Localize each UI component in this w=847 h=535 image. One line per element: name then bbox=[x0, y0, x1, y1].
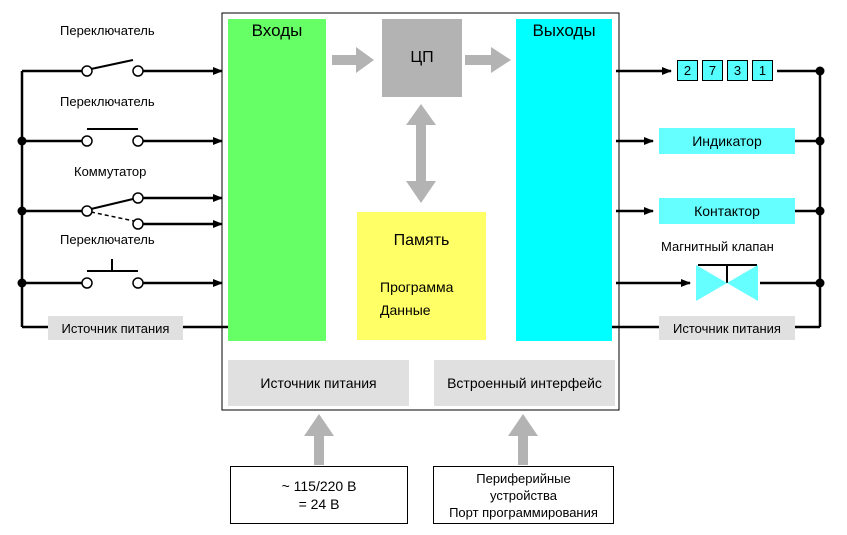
peripheral-line-3: Порт программирования bbox=[449, 504, 598, 520]
supply-voltage-box: ~ 115/220 В = 24 В bbox=[230, 466, 408, 524]
memory-block: Память Программа Данные bbox=[357, 212, 486, 340]
input-switch-4 bbox=[22, 259, 223, 289]
cpu-block: ЦП bbox=[382, 19, 462, 97]
input-power-supply: Источник питания bbox=[48, 316, 183, 340]
display-digit: 7 bbox=[702, 60, 723, 81]
input-commutator bbox=[22, 192, 223, 230]
input-switch-1 bbox=[22, 59, 223, 77]
input-label-2: Переключатель bbox=[60, 94, 155, 109]
memory-title: Память bbox=[393, 232, 450, 249]
peripheral-line-1: Периферийные bbox=[476, 470, 571, 486]
inputs-title: Входы bbox=[251, 21, 303, 40]
display-digit: 2 bbox=[677, 60, 698, 81]
display-digit: 3 bbox=[727, 60, 748, 81]
input-label-3: Коммутатор bbox=[74, 164, 147, 179]
outputs-block: Выходы bbox=[516, 19, 612, 341]
internal-power-supply: Источник питания bbox=[228, 360, 409, 406]
flow-arrow-supply bbox=[304, 414, 334, 465]
flow-arrow-cpu-outputs bbox=[465, 47, 511, 73]
flow-arrow-inputs-cpu bbox=[332, 47, 374, 73]
supply-voltage-ac: ~ 115/220 В bbox=[281, 478, 357, 494]
inputs-block: Входы bbox=[228, 19, 326, 341]
peripheral-box: Периферийные устройства Порт программиро… bbox=[433, 466, 614, 524]
memory-item-program: Программа bbox=[380, 279, 454, 295]
flow-arrow-cpu-memory bbox=[406, 104, 436, 203]
internal-interface: Встроенный интерфейс bbox=[434, 360, 615, 406]
flow-arrow-peripheral bbox=[508, 414, 538, 465]
valve-icon bbox=[696, 264, 758, 301]
input-label-4: Переключатель bbox=[60, 232, 155, 247]
display-digit: 1 bbox=[752, 60, 773, 81]
indicator-device: Индикатор bbox=[659, 128, 795, 154]
valve-label: Магнитный клапан bbox=[661, 239, 774, 254]
memory-item-data: Данные bbox=[380, 302, 431, 318]
input-switch-2 bbox=[22, 128, 223, 147]
peripheral-line-2: устройства bbox=[490, 487, 557, 503]
output-power-supply: Источник питания bbox=[659, 316, 795, 340]
supply-voltage-dc: = 24 В bbox=[298, 496, 340, 512]
input-label-1: Переключатель bbox=[60, 23, 155, 38]
outputs-title: Выходы bbox=[532, 21, 596, 40]
contactor-device: Контактор bbox=[659, 198, 795, 224]
